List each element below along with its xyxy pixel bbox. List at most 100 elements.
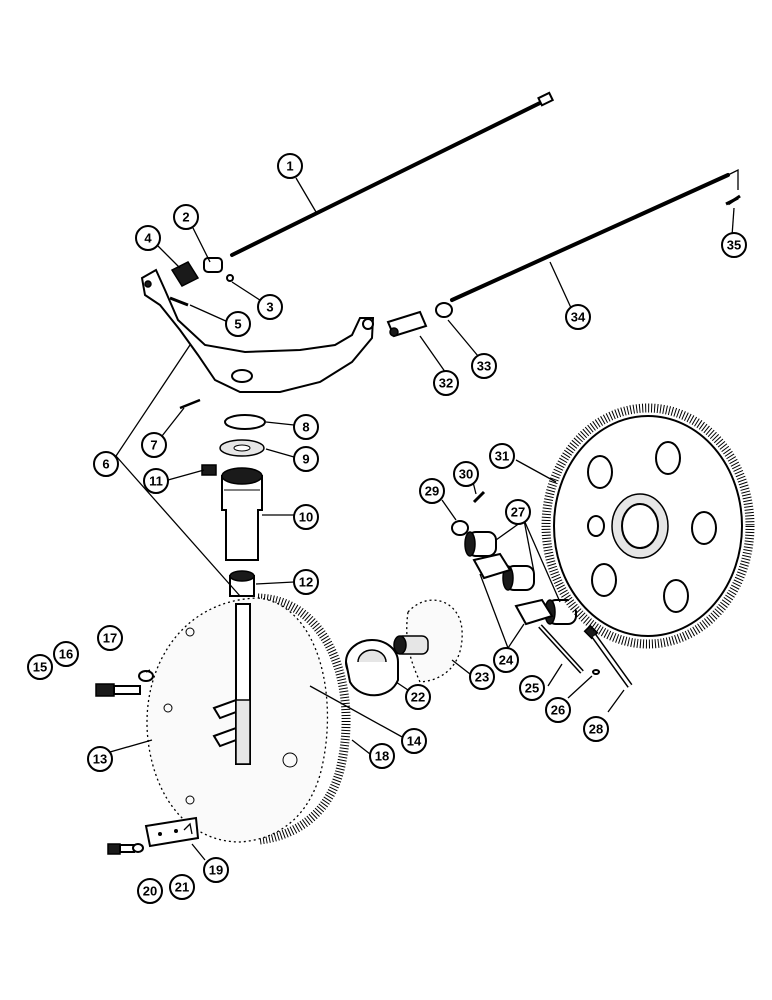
leader-lines: [109, 177, 735, 861]
callout-23: 23: [469, 664, 495, 690]
governor-gear-part: [541, 403, 755, 649]
cotter-pin-part: [727, 194, 741, 206]
svg-text:20: 20: [143, 884, 157, 899]
svg-text:17: 17: [103, 631, 117, 646]
svg-text:22: 22: [411, 690, 425, 705]
svg-text:23: 23: [475, 670, 489, 685]
callout-10: 10: [293, 504, 319, 530]
callout-11: 11: [143, 468, 169, 494]
callout-16: 16: [53, 641, 79, 667]
svg-text:1: 1: [286, 159, 293, 174]
callout-17: 17: [97, 625, 123, 651]
svg-text:26: 26: [551, 703, 565, 718]
svg-text:24: 24: [499, 653, 514, 668]
svg-text:7: 7: [150, 438, 157, 453]
callout-34: 34: [565, 304, 591, 330]
callout-8: 8: [293, 414, 319, 440]
gear-bolt-part: [583, 624, 633, 688]
callout-24: 24: [493, 647, 519, 673]
callout-9: 9: [293, 446, 319, 472]
callout-7: 7: [141, 432, 167, 458]
washer-part: [224, 414, 266, 430]
callout-22: 22: [405, 684, 431, 710]
svg-text:29: 29: [425, 484, 439, 499]
svg-text:19: 19: [209, 863, 223, 878]
jam-nut-part: [435, 302, 453, 318]
set-screw-part: [201, 464, 217, 476]
svg-text:14: 14: [407, 734, 422, 749]
svg-text:3: 3: [266, 300, 273, 315]
clip-part: [592, 669, 600, 675]
governor-shaft-part: [212, 603, 251, 765]
svg-text:31: 31: [495, 449, 509, 464]
svg-text:12: 12: [299, 575, 313, 590]
screw-part: [107, 843, 135, 855]
callout-2: 2: [173, 204, 199, 230]
callout-13: 13: [87, 746, 113, 772]
pin-7-part: [179, 398, 201, 410]
svg-text:27: 27: [511, 505, 525, 520]
callout-32: 32: [433, 370, 459, 396]
bolt-part: [95, 683, 141, 697]
weight-plate-2-part: [514, 598, 554, 626]
spring-part: [170, 261, 200, 287]
plate-part: [144, 816, 200, 848]
callout-35: 35: [721, 232, 747, 258]
bushing-part: [203, 257, 223, 273]
pin-30-part: [472, 490, 486, 504]
callout-5: 5: [225, 311, 251, 337]
clevis-part: [386, 310, 428, 338]
control-rod-part: [450, 168, 739, 302]
svg-text:9: 9: [302, 452, 309, 467]
svg-text:25: 25: [525, 681, 539, 696]
lock-washer-part: [138, 670, 154, 682]
svg-text:5: 5: [234, 317, 241, 332]
svg-text:6: 6: [102, 457, 109, 472]
svg-text:4: 4: [144, 231, 152, 246]
weight-plate-part: [472, 552, 512, 580]
svg-text:16: 16: [59, 647, 73, 662]
callout-15: 15: [27, 654, 53, 680]
svg-text:21: 21: [175, 880, 189, 895]
callout-1: 1: [277, 153, 303, 179]
callout-26: 26: [545, 697, 571, 723]
sleeve-part: [221, 467, 263, 561]
svg-text:30: 30: [459, 467, 473, 482]
svg-text:15: 15: [33, 660, 47, 675]
svg-text:2: 2: [182, 210, 189, 225]
svg-text:13: 13: [93, 752, 107, 767]
callout-6: 6: [93, 451, 119, 477]
governor-cone-part: [393, 599, 463, 683]
svg-text:32: 32: [439, 376, 453, 391]
callout-12: 12: [293, 569, 319, 595]
callout-14: 14: [401, 728, 427, 754]
callout-27: 27: [505, 499, 531, 525]
pin-part: [169, 296, 189, 307]
callout-28: 28: [583, 716, 609, 742]
svg-text:10: 10: [299, 510, 313, 525]
callout-25: 25: [519, 675, 545, 701]
svg-text:11: 11: [149, 474, 163, 489]
washer-21-part: [132, 843, 144, 853]
callout-4: 4: [135, 225, 161, 251]
svg-text:33: 33: [477, 359, 491, 374]
svg-text:28: 28: [589, 722, 603, 737]
governor-rod-part: [230, 91, 555, 257]
svg-text:34: 34: [571, 310, 586, 325]
pin-small-part: [226, 274, 234, 282]
callout-31: 31: [489, 443, 515, 469]
svg-text:8: 8: [302, 420, 309, 435]
callout-3: 3: [257, 294, 283, 320]
spacer-part: [451, 520, 469, 536]
callout-29: 29: [419, 478, 445, 504]
governor-fork-part: [140, 268, 375, 393]
callout-33: 33: [471, 353, 497, 379]
callout-19: 19: [203, 857, 229, 883]
svg-text:18: 18: [375, 749, 389, 764]
flyweight-2-part: [502, 565, 535, 591]
callout-18: 18: [369, 743, 395, 769]
callout-30: 30: [453, 461, 479, 487]
callout-21: 21: [169, 874, 195, 900]
shaft-bushing-part: [229, 570, 255, 597]
